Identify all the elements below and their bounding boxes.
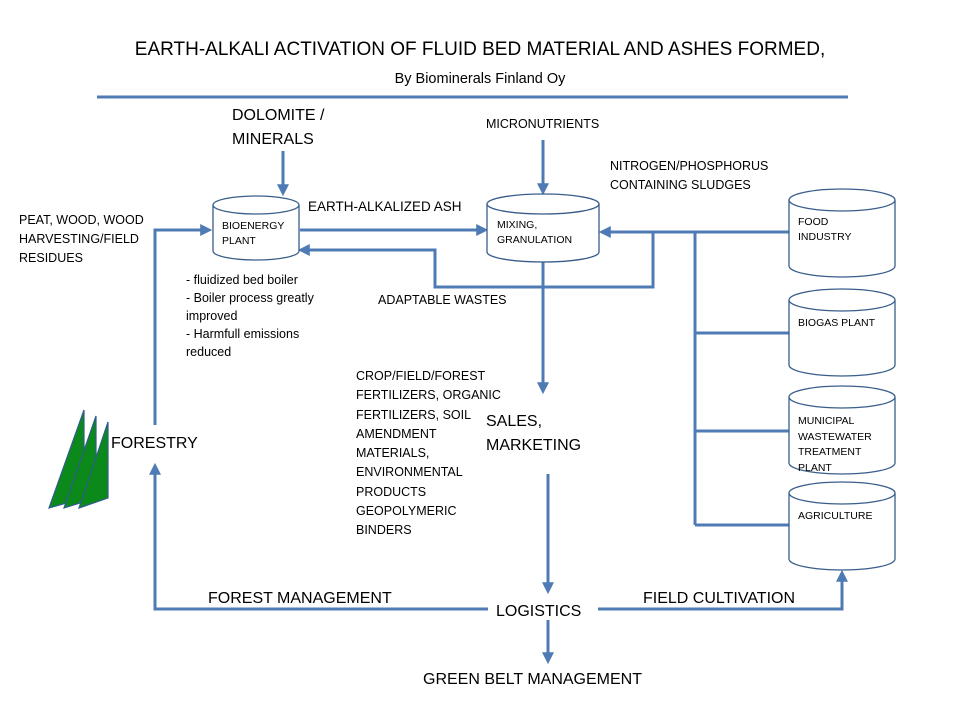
cylinder-biogas <box>788 288 896 377</box>
note-item: - Boiler process greatly <box>186 291 314 305</box>
green-belt-label: GREEN BELT MANAGEMENT <box>423 671 642 688</box>
note-item: reduced <box>186 345 232 359</box>
micronutrients-label: MICRONUTRIENTS <box>486 117 600 131</box>
forest-trees-icon <box>48 409 109 509</box>
arrow-adaptable-wastes <box>297 232 655 289</box>
page-title: EARTH-ALKALI ACTIVATION OF FLUID BED MAT… <box>134 39 826 60</box>
sales-marketing-label: SALES,MARKETING <box>486 413 582 454</box>
forestry-label: FORESTRY <box>111 435 198 452</box>
biogas-plant-label: BIOGAS PLANT <box>798 317 876 329</box>
bioenergy-notes: - fluidized bed boiler - Boiler process … <box>186 271 314 361</box>
cylinder-agriculture <box>788 481 896 571</box>
cylinder-municipal <box>788 385 896 475</box>
field-cultivation-label: FIELD CULTIVATION <box>643 590 796 607</box>
mixing-granulation-label: MIXING,GRANULATION <box>497 219 573 246</box>
page-subtitle: By Biominerals Finland Oy <box>394 71 566 87</box>
dolomite-label: DOLOMITE /MINERALS <box>232 107 325 148</box>
forest-management-label: FOREST MANAGEMENT <box>208 590 392 607</box>
arrow-forestry-to-bioenergy <box>153 224 213 425</box>
note-item: - Harmfull emissions <box>186 327 300 341</box>
adaptable-wastes-label: ADAPTABLE WASTES <box>378 293 507 307</box>
note-item: improved <box>186 309 238 323</box>
note-item: - fluidized bed boiler <box>186 273 298 287</box>
arrow-field-cultivation <box>598 569 848 611</box>
earth-alkalized-ash-label: EARTH-ALKALIZED ASH <box>308 199 462 214</box>
cylinder-bioenergy <box>212 195 300 261</box>
agriculture-label: AGRICULTURE <box>798 510 873 522</box>
cylinder-mixing <box>486 193 600 263</box>
cylinder-food <box>788 188 896 278</box>
logistics-label: LOGISTICS <box>496 603 582 620</box>
arrow-forest-management <box>149 462 488 611</box>
